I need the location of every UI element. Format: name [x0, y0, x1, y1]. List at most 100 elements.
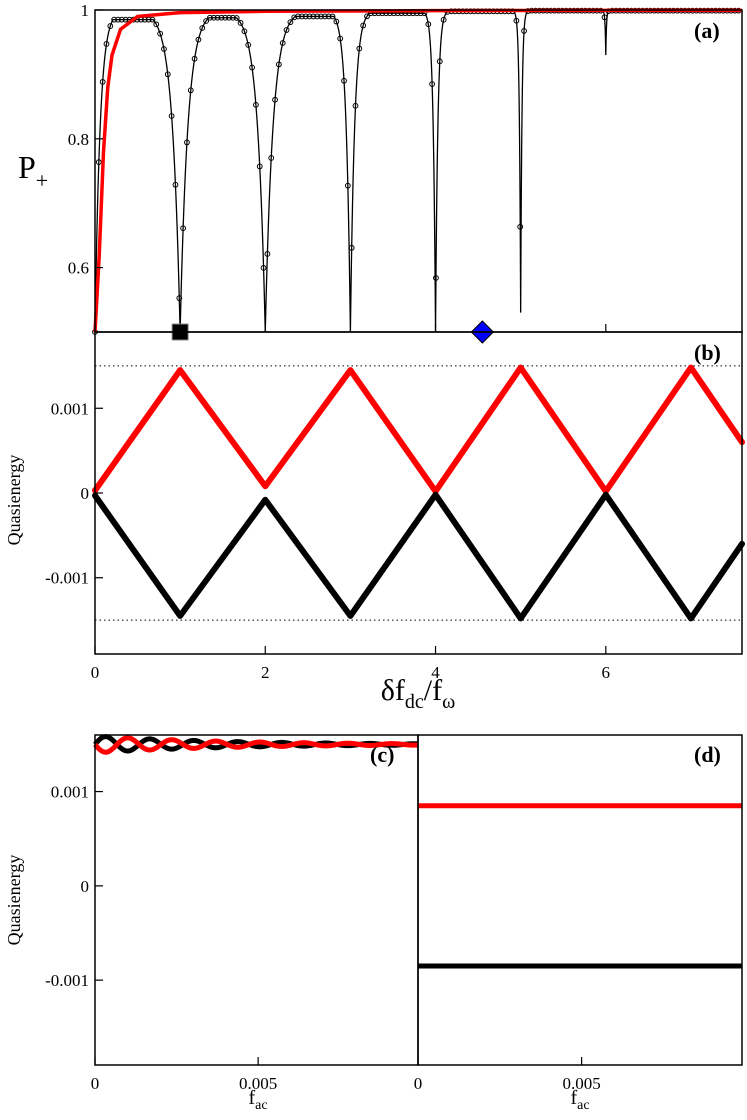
panel-a-black-point	[222, 14, 229, 21]
panel-b-ytick-label: -0.001	[45, 569, 89, 588]
panel-a-black-point	[245, 42, 252, 48]
panel-c-frame	[94, 734, 419, 1066]
panel-c-ytick-label: 0	[81, 877, 90, 896]
panel-a-black-point	[115, 16, 121, 23]
panel-b-xtick-label: 4	[431, 663, 440, 682]
panel-a-black-point	[107, 23, 114, 29]
panel-a-black-point	[279, 40, 286, 46]
panel-a-black-point	[161, 46, 167, 52]
panel-b-xtick-label: 6	[602, 663, 611, 682]
panel-b-ytick-label: 0	[81, 484, 90, 503]
panel-a-black-point	[226, 14, 232, 21]
panel-a-black-point	[172, 181, 179, 188]
panel-d-plot-area: 0 0.005	[414, 803, 742, 1093]
panel-a-black-point	[268, 155, 275, 161]
panel-a-black-point	[295, 13, 301, 20]
panel-a-black-point	[256, 163, 263, 170]
panel-a-black-point	[352, 102, 359, 109]
panel-a-black-point	[344, 182, 351, 189]
panel-a-black-point	[241, 28, 248, 35]
panel-a-black-point	[118, 16, 125, 23]
panel-a-black-point	[95, 159, 102, 166]
panel-a-black-point	[440, 16, 447, 23]
panel-a-black-point	[348, 244, 355, 251]
panel-a-black-point	[329, 13, 336, 20]
panel-a-black-point	[364, 13, 370, 20]
panel-a-black-point	[103, 41, 110, 47]
panel-a-black-point	[429, 81, 436, 87]
panel-a-black-point	[168, 113, 175, 119]
panel-a-black-point	[203, 18, 210, 24]
panel-c-red-series	[93, 735, 419, 755]
panel-d-xlabel: fac	[570, 1087, 589, 1113]
panel-a-black-point	[318, 13, 324, 20]
panel-d-xlabel-main: f	[570, 1087, 577, 1109]
panel-c-ytick-label: -0.001	[45, 971, 89, 990]
panel-a-black-point	[360, 22, 367, 29]
panel-a-black-point	[99, 78, 106, 85]
panel-b-xlabel-sub2: ω	[442, 691, 455, 713]
panel-a-black-point	[291, 14, 298, 21]
panel-b-xlabel-sub1: dc	[405, 691, 424, 713]
panel-c-ylabel: Quasienergy	[4, 855, 24, 946]
panel-c-tag: (c)	[370, 742, 394, 767]
panel-a-black-point	[260, 264, 267, 271]
panel-c-xlabel-sub: ac	[255, 1098, 267, 1113]
panel-c-xtick-label: 0.005	[239, 1074, 277, 1093]
panel-a-plot-area: 0.6 0.8 1	[68, 1, 742, 344]
panel-a-ylabel-main: P	[18, 149, 36, 185]
panel-b-xtick-label: 0	[91, 663, 100, 682]
panel-a-black-point	[356, 45, 363, 52]
panel-a-black-point	[314, 13, 321, 20]
panel-a-black-point	[601, 14, 608, 21]
panel-a-tag: (a)	[694, 18, 720, 43]
panel-a-black-point	[233, 15, 240, 21]
panel-a-black-point	[513, 17, 520, 24]
panel-a-black-point	[230, 14, 236, 21]
panel-a-black-point	[207, 14, 213, 21]
panel-c-xtick-label: 0	[91, 1074, 100, 1093]
panel-c-xlabel-main: f	[248, 1087, 255, 1109]
panel-a-ytick-label: 1	[81, 1, 90, 20]
panel-d-xtick-label: 0	[414, 1074, 423, 1093]
panel-d-xtick-label: 0.005	[563, 1074, 601, 1093]
panel-a-black-point	[153, 21, 160, 28]
panel-a-black-point	[184, 139, 190, 146]
panel-a-ytick-label: 0.6	[68, 259, 89, 278]
panel-a: 0.6 0.8 1 (a) P+	[18, 1, 743, 344]
panel-a-black-point	[425, 21, 432, 28]
panel-a-black-point	[164, 71, 171, 78]
panel-a-black-point	[333, 18, 340, 25]
panel-a-black-point	[149, 16, 156, 23]
panel-a-black-point	[214, 14, 221, 21]
panel-a-black-point	[521, 28, 527, 34]
panel-a-ytick-label: 0.8	[68, 130, 89, 149]
panel-c-xlabel: fac	[248, 1087, 267, 1113]
panel-a-black-point	[145, 16, 152, 23]
panel-b-ytick-label: 0.001	[51, 399, 89, 418]
panel-d-tag: (d)	[694, 742, 721, 767]
panel-a-black-point	[210, 14, 217, 21]
panel-b-frame	[94, 331, 743, 655]
panel-b-xlabel-main: δf	[381, 674, 405, 707]
panel-a-black-point	[310, 13, 317, 20]
panel-a-black-point	[264, 251, 271, 257]
panel-a-black-point	[122, 16, 129, 23]
panel-a-black-point	[157, 30, 164, 37]
panel-d: 0 0.005 (d) fac	[414, 734, 743, 1113]
panel-b-black-series	[92, 491, 745, 622]
panel-a-black-point	[302, 13, 309, 20]
panel-d-frame	[417, 734, 743, 1066]
panel-a-black-point	[195, 36, 202, 43]
panel-a-black-point	[111, 16, 118, 23]
panel-b-xlabel: δfdc/fω	[381, 674, 456, 713]
panel-a-black-point	[176, 295, 183, 302]
panel-a-black-point	[275, 61, 282, 68]
panel-a-black-point	[249, 64, 255, 71]
panel-a-ylabel: P+	[18, 149, 48, 193]
panel-a-black-point	[337, 35, 344, 42]
